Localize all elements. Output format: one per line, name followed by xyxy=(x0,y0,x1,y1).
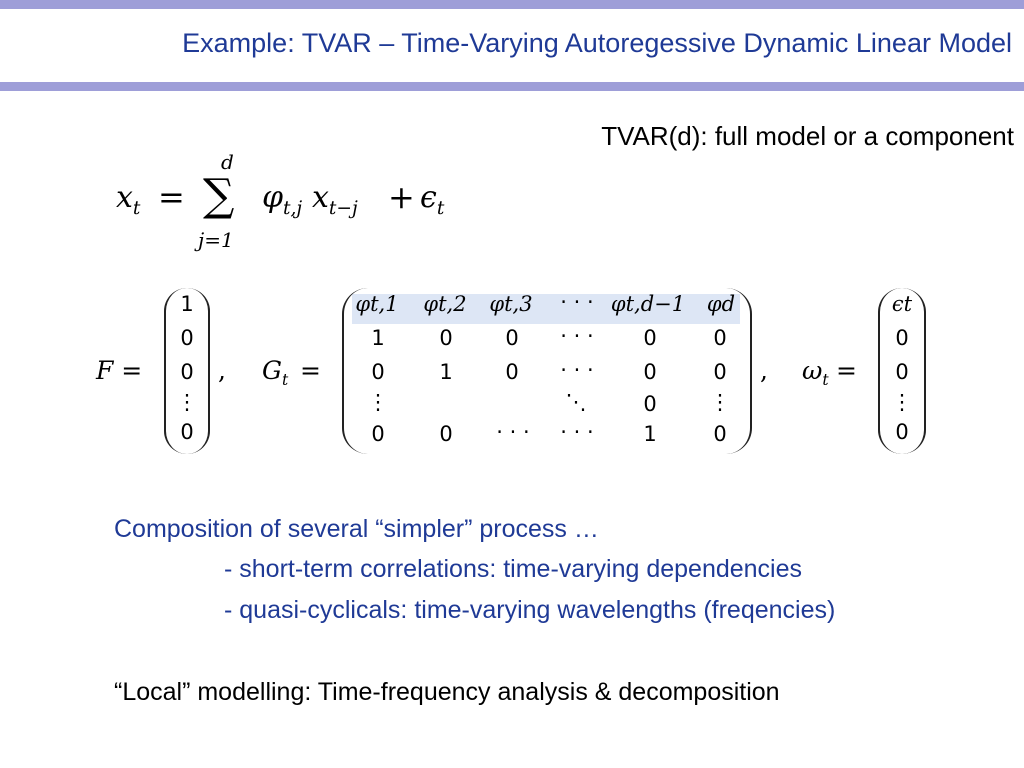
omega-cell: ⋮ xyxy=(891,390,913,414)
sum-upper: d xyxy=(221,150,234,174)
omega-cell: 0 xyxy=(895,360,909,384)
G-cell: · · · xyxy=(560,420,594,444)
F-label: F = xyxy=(96,356,143,385)
G-cell: 0 xyxy=(643,326,657,350)
G-cell: φt,1 xyxy=(355,292,399,316)
omega-cell: 0 xyxy=(895,326,909,350)
G-cell: 0 xyxy=(643,360,657,384)
G-cell: φt,d−1 xyxy=(610,292,686,316)
F-cell: 1 xyxy=(180,292,194,316)
G-cell: 0 xyxy=(713,326,727,350)
G-cell: 0 xyxy=(713,360,727,384)
omega-equals: = xyxy=(836,356,857,385)
G-comma: , xyxy=(760,356,768,385)
G-cell: · · · xyxy=(496,420,530,444)
G-label: Gt xyxy=(262,356,289,389)
G-cell: ⋮ xyxy=(367,390,389,414)
G-cell: 0 xyxy=(371,422,385,446)
F-cell: 0 xyxy=(180,326,194,350)
omega-label: ωt xyxy=(802,356,829,389)
G-cell: · · · xyxy=(560,358,594,382)
G-equals: = xyxy=(300,356,321,385)
eq-phi-term: φt,j xyxy=(262,180,303,219)
F-comma: , xyxy=(218,356,226,385)
G-matrix: φt,1 φt,2 φt,3 · · · φt,d−1 φd 1 0 0 · ·… xyxy=(342,288,752,454)
slide-title: Example: TVAR – Time-Varying Autoregessi… xyxy=(182,28,1012,58)
G-cell: ⋱ xyxy=(565,390,587,414)
sum-lower: j=1 xyxy=(198,228,234,252)
bullet-short-term: - short-term correlations: time-varying … xyxy=(224,555,803,583)
G-cell: 0 xyxy=(505,326,519,350)
slide-subtitle: TVAR(d): full model or a component xyxy=(601,121,1014,151)
eq-equals: = xyxy=(158,178,185,216)
composition-heading: Composition of several “simpler” process… xyxy=(114,515,599,543)
local-modelling-text: “Local” modelling: Time-frequency analys… xyxy=(114,678,780,706)
top-accent-bar xyxy=(0,0,1024,9)
G-cell: 1 xyxy=(643,422,657,446)
F-cell: ⋮ xyxy=(176,390,198,414)
G-cell: ⋮ xyxy=(709,390,731,414)
F-cell: 0 xyxy=(180,420,194,444)
omega-cell: 0 xyxy=(895,420,909,444)
omega-cell: ϵt xyxy=(891,292,913,316)
G-first-row-highlight xyxy=(352,294,740,324)
G-cell: 0 xyxy=(643,392,657,416)
G-cell: 0 xyxy=(713,422,727,446)
G-cell: 1 xyxy=(439,360,453,384)
title-underline-bar xyxy=(0,82,1024,91)
sum-symbol: ∑ xyxy=(203,170,235,221)
eq-x-term: xt−j xyxy=(312,180,358,219)
F-cell: 0 xyxy=(180,360,194,384)
omega-matrix: ϵt 0 0 ⋮ 0 xyxy=(878,288,926,454)
G-cell: 1 xyxy=(371,326,385,350)
F-matrix: 1 0 0 ⋮ 0 xyxy=(164,288,210,454)
G-cell: 0 xyxy=(439,326,453,350)
eq-noise: ϵt xyxy=(420,180,445,219)
eq-plus: + xyxy=(388,178,415,216)
G-cell: φd xyxy=(706,292,736,316)
G-cell: 0 xyxy=(505,360,519,384)
G-cell: · · · xyxy=(560,290,594,314)
G-cell: 0 xyxy=(371,360,385,384)
G-cell: φt,2 xyxy=(423,292,467,316)
G-cell: φt,3 xyxy=(489,292,533,316)
bullet-quasi-cyclical: - quasi-cyclicals: time-varying waveleng… xyxy=(224,596,836,624)
G-cell: 0 xyxy=(439,422,453,446)
eq-lhs: xt xyxy=(116,180,141,219)
G-cell: · · · xyxy=(560,324,594,348)
